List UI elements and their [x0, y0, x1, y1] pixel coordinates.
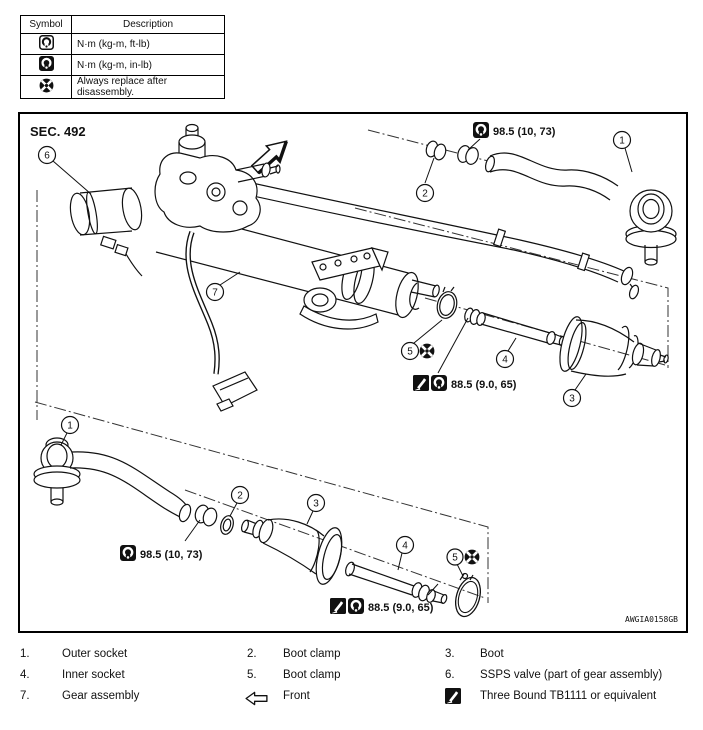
callout-2: 2: [415, 183, 435, 203]
harness-connector: [212, 371, 258, 407]
exploded-view-figure: SEC. 492 AWGIA0158GB: [18, 112, 688, 633]
legend-row: N·m (kg-m, in-lb): [20, 54, 225, 76]
legend-row: Always replace after disassembly.: [20, 75, 225, 99]
legend-row: N·m (kg-m, ft-lb): [20, 33, 225, 55]
part-label: Outer socket: [62, 648, 128, 660]
legend-description: N·m (kg-m, ft-lb): [71, 33, 225, 55]
torque-value: 88.5 (9.0, 65): [368, 602, 434, 614]
sealant-icon: [445, 688, 461, 704]
callout-4-bottom: 4: [395, 535, 415, 555]
gear-assembly-drawing: [69, 123, 640, 412]
replace-after-disassembly-icon: [38, 78, 54, 93]
part-number: 7.: [20, 690, 30, 702]
svg-text:5: 5: [452, 553, 458, 564]
outer-socket-bottom-group: [33, 437, 234, 535]
callout-5: 5: [400, 341, 420, 361]
part-number: 1.: [20, 648, 30, 660]
torque-inlb-icon: [38, 56, 54, 71]
callout-2-bottom: 2: [230, 485, 250, 505]
svg-text:3: 3: [313, 499, 319, 510]
outer-socket-top-group: [425, 140, 677, 266]
sealant-icon: [330, 598, 346, 614]
torque-callout-bottom: 88.5 (9.0, 65): [330, 598, 434, 614]
callout-7: 7: [205, 282, 225, 302]
figure-border: [18, 112, 688, 633]
front-arrow-icon: [245, 691, 268, 706]
part-label: SSPS valve (part of gear assembly): [480, 669, 663, 681]
legend-description: N·m (kg-m, in-lb): [71, 54, 225, 76]
figure-code: AWGIA0158GB: [625, 615, 678, 624]
torque-callout-mid: 88.5 (9.0, 65): [413, 375, 517, 391]
torque-value: 98.5 (10, 73): [140, 549, 203, 561]
callout-6: 6: [37, 145, 57, 165]
part-label: Boot: [480, 648, 504, 660]
part-number: 4.: [20, 669, 30, 681]
part-number: 6.: [445, 669, 455, 681]
svg-text:4: 4: [502, 355, 508, 366]
callout-5-bottom: 5: [446, 548, 464, 566]
inner-socket-bottom-group: [240, 518, 482, 618]
svg-text:6: 6: [44, 151, 50, 162]
callout-3: 3: [562, 388, 582, 408]
svg-text:4: 4: [402, 541, 408, 552]
torque-icon: [431, 375, 447, 391]
torque-ftlb-icon: [38, 35, 54, 50]
svg-text:2: 2: [422, 189, 428, 200]
leader-lines: [52, 138, 633, 596]
legend-header-row: Symbol Description: [20, 15, 225, 34]
torque-value: 98.5 (10, 73): [493, 126, 556, 138]
sealant-icon: [413, 375, 429, 391]
svg-text:3: 3: [569, 394, 575, 405]
svg-text:7: 7: [212, 288, 218, 299]
torque-icon: [120, 545, 136, 561]
section-label: SEC. 492: [30, 124, 86, 139]
svg-text:2: 2: [237, 491, 243, 502]
part-number: 3.: [445, 648, 455, 660]
part-label: Boot clamp: [283, 648, 341, 660]
part-label: Inner socket: [62, 669, 125, 681]
torque-icon: [348, 598, 364, 614]
legend-header-symbol: Symbol: [20, 15, 72, 34]
svg-text:5: 5: [407, 347, 413, 358]
torque-value: 88.5 (9.0, 65): [451, 379, 517, 391]
part-label: Gear assembly: [62, 690, 140, 702]
callout-4: 4: [495, 349, 515, 369]
svg-text:1: 1: [67, 421, 73, 432]
part-label: Boot clamp: [283, 669, 341, 681]
part-label: Three Bound TB1111 or equivalent: [480, 690, 657, 702]
part-label: Front: [283, 690, 310, 702]
torque-callout-top: 98.5 (10, 73): [473, 122, 556, 138]
replace-after-disassembly-icon: [464, 549, 480, 565]
svg-text:1: 1: [619, 136, 625, 147]
legend-header-description: Description: [71, 15, 225, 34]
part-number: 2.: [247, 648, 257, 660]
callout-3-bottom: 3: [306, 493, 326, 513]
symbol-legend-table: Symbol Description N·m (kg-m, ft-lb) N·m…: [20, 15, 225, 99]
torque-icon: [473, 122, 489, 138]
legend-description: Always replace after disassembly.: [71, 75, 225, 99]
ssps-valve-drawing: [69, 187, 143, 277]
callout-1: 1: [612, 130, 632, 150]
steering-gear-diagram: SEC. 492 AWGIA0158GB: [18, 112, 688, 633]
callout-1-bottom: 1: [60, 415, 80, 435]
inner-socket-top-group: [409, 282, 669, 377]
replace-after-disassembly-icon: [419, 343, 435, 359]
part-number: 5.: [247, 669, 257, 681]
torque-callout-bottom-left: 98.5 (10, 73): [120, 545, 203, 561]
